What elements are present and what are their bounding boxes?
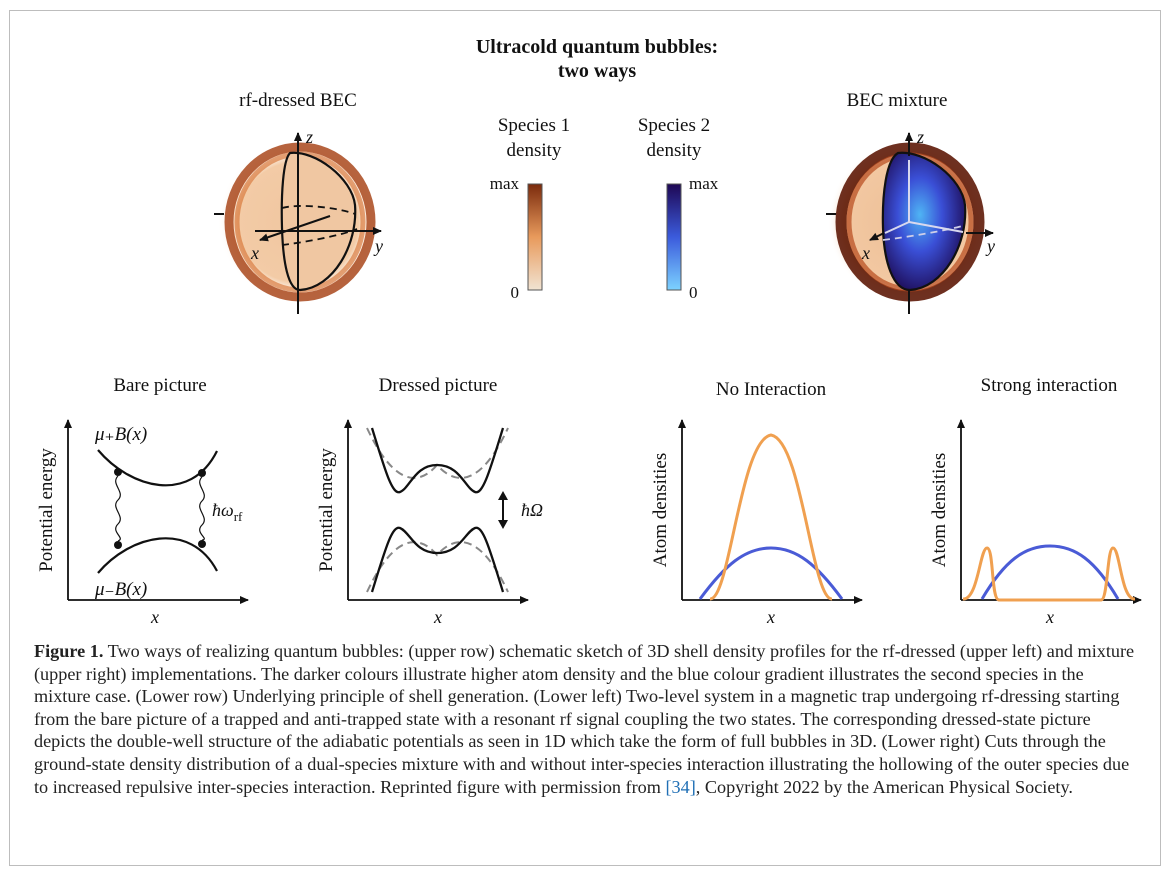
- figure-1: Ultracold quantum bubbles: two ways rf-d…: [36, 36, 1142, 627]
- figure-frame: [9, 10, 1161, 866]
- mix-axis-x: x: [861, 243, 870, 263]
- species2-cbar-zero: 0: [689, 283, 698, 302]
- rf-axis-x: x: [250, 243, 259, 263]
- bare-picture-panel: Bare picture Potential energy x μ₊B(x) μ…: [36, 375, 249, 627]
- figure-title-line2: two ways: [558, 60, 637, 82]
- bare-upper-label: μ₊B(x): [94, 424, 147, 445]
- rf-axis-z: z: [305, 127, 313, 147]
- bare-coupling-label: ħωrf: [212, 500, 243, 524]
- rf-dressed-bubble: [218, 142, 378, 302]
- dressed-xlabel: x: [433, 607, 442, 627]
- strong-interaction-title: Strong interaction: [981, 375, 1118, 396]
- dressed-picture-panel: Dressed picture Potential energy x ħΩ: [316, 375, 543, 627]
- mix-axis-y: y: [985, 236, 995, 256]
- species1-colorbar: [527, 183, 543, 291]
- species1-label-line2: density: [507, 140, 562, 161]
- figure-title-line1: Ultracold quantum bubbles:: [476, 36, 718, 58]
- mixture-label: BEC mixture: [847, 90, 948, 111]
- strong-interaction-ylabel: Atom densities: [929, 453, 950, 568]
- no-interaction-panel: No Interaction Atom densities x: [650, 379, 863, 627]
- dressed-title: Dressed picture: [379, 375, 498, 396]
- figure-caption: Figure 1. Two ways of realizing quantum …: [34, 640, 1142, 798]
- species1-cbar-zero: 0: [511, 283, 520, 302]
- strong-interaction-panel: Strong interaction Atom densities x: [929, 375, 1142, 627]
- no-interaction-ylabel: Atom densities: [650, 453, 671, 568]
- species2-label-line2: density: [647, 140, 702, 161]
- species1-label-line1: Species 1: [498, 115, 570, 136]
- mixture-axes: z y x: [826, 127, 995, 314]
- no-interaction-title: No Interaction: [716, 379, 827, 400]
- mixture-bubble: [828, 142, 988, 302]
- no-interaction-xlabel: x: [766, 607, 775, 627]
- caption-reference-link[interactable]: [34]: [665, 776, 696, 797]
- bare-title: Bare picture: [113, 375, 206, 396]
- species2-colorbar: [666, 183, 682, 291]
- species2-label-line1: Species 2: [638, 115, 710, 136]
- bare-lower-label: μ₋B(x): [94, 579, 147, 600]
- caption-lead: Figure 1.: [34, 641, 104, 661]
- rf-dressed-axes: z y x: [214, 127, 383, 314]
- dressed-ylabel: Potential energy: [316, 448, 337, 572]
- species2-cbar-max: max: [689, 174, 719, 193]
- dressed-gap-label: ħΩ: [521, 500, 543, 520]
- caption-body: Two ways of realizing quantum bubbles: (…: [34, 641, 1135, 797]
- rf-dressed-label: rf-dressed BEC: [239, 90, 357, 111]
- bare-ylabel: Potential energy: [36, 448, 57, 572]
- mix-axis-z: z: [916, 127, 924, 147]
- strong-interaction-xlabel: x: [1045, 607, 1054, 627]
- species1-cbar-max: max: [490, 174, 520, 193]
- bare-xlabel: x: [150, 607, 159, 627]
- caption-tail: , Copyright 2022 by the American Physica…: [695, 776, 1073, 797]
- rf-axis-y: y: [373, 236, 383, 256]
